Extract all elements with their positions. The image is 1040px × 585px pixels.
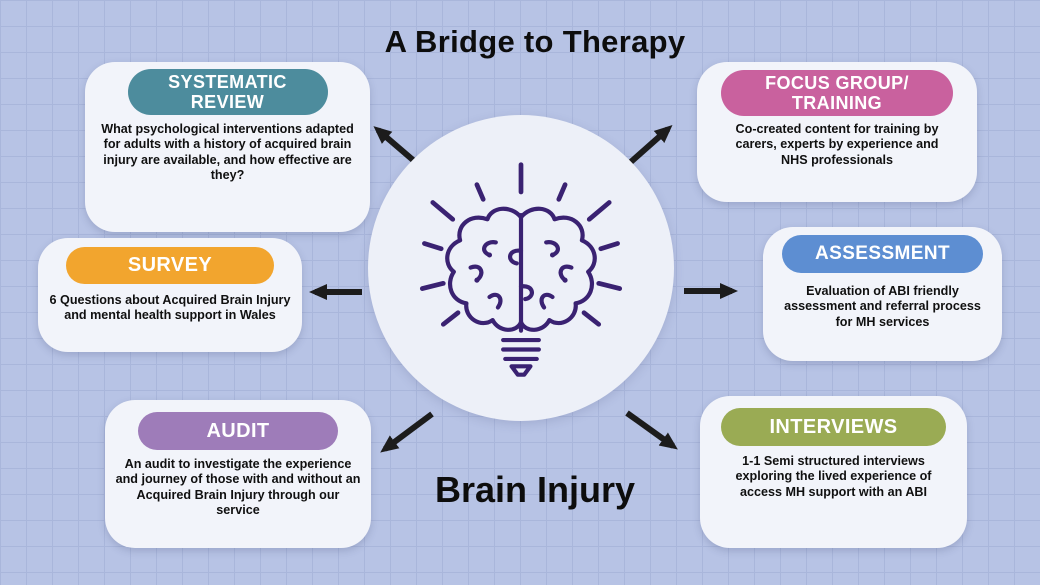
card-header-pill-focus-group-training: FOCUS GROUP/ TRAINING (721, 70, 953, 116)
card-header-pill-systematic-review: SYSTEMATIC REVIEW (127, 69, 328, 115)
brain-lightbulb-icon (419, 162, 623, 377)
card-header-pill-assessment: ASSESSMENT (782, 235, 983, 273)
card-header-pill-audit: AUDIT (138, 412, 338, 450)
card-body-audit: An audit to investigate the experience a… (115, 457, 361, 518)
center-label-brain-injury: Brain Injury (434, 469, 636, 510)
card-interviews: INTERVIEWS 1-1 Semi structured interview… (700, 396, 967, 548)
card-systematic-review: SYSTEMATIC REVIEW What psychological int… (85, 62, 370, 232)
card-body-assessment: Evaluation of ABI friendly assessment an… (784, 284, 981, 329)
card-body-systematic-review: What psychological interventions adapted… (101, 122, 354, 183)
card-assessment: ASSESSMENT Evaluation of ABI friendly as… (763, 227, 1002, 361)
card-body-interviews: 1-1 Semi structured interviews exploring… (735, 454, 932, 499)
card-audit: AUDIT An audit to investigate the experi… (105, 400, 371, 548)
card-survey: SURVEY 6 Questions about Acquired Brain … (38, 238, 302, 352)
center-circle (368, 115, 674, 421)
card-header-pill-interviews: INTERVIEWS (721, 408, 946, 446)
card-header-pill-survey: SURVEY (66, 247, 274, 284)
card-focus-group-training: FOCUS GROUP/ TRAINING Co-created content… (697, 62, 977, 202)
card-body-survey: 6 Questions about Acquired Brain Injury … (49, 293, 291, 323)
card-body-focus-group-training: Co-created content for training by carer… (735, 122, 939, 167)
arrow-to-interviews (625, 410, 678, 450)
page-title: A Bridge to Therapy (384, 24, 686, 59)
arrow-to-audit (380, 411, 434, 453)
